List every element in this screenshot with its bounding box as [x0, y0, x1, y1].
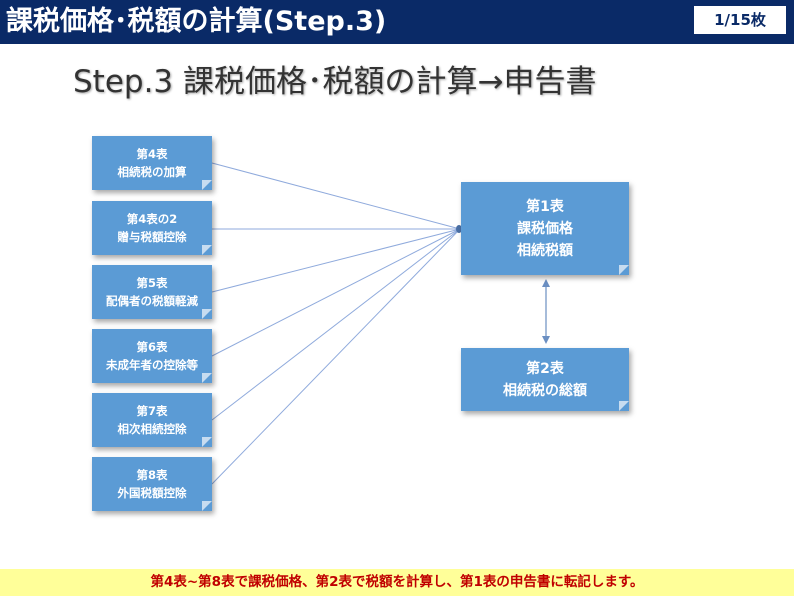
box-table6: 第6表 未成年者の控除等	[92, 329, 212, 383]
box-table5-label: 配偶者の税額軽減	[106, 294, 198, 308]
box-table8-title: 第8表	[136, 468, 168, 482]
box-table4-title: 第4表	[136, 147, 168, 161]
box-table2: 第2表 相続税の総額	[461, 348, 629, 411]
box-table2-label: 相続税の総額	[503, 382, 587, 399]
slide-title: 課税価格･税額の計算(Step.3)	[6, 6, 387, 37]
box-table1-line2: 課税価格	[517, 220, 573, 237]
connector-line-4	[211, 228, 461, 357]
connector-line-1	[211, 162, 461, 230]
connector-line-5	[211, 228, 461, 421]
box-table1-title: 第1表	[526, 198, 564, 215]
box-table6-label: 未成年者の控除等	[106, 358, 198, 372]
box-table2-title: 第2表	[526, 360, 564, 377]
connector-line-3	[211, 228, 461, 293]
box-table7-label: 相次相続控除	[117, 422, 187, 436]
box-table5-title: 第5表	[136, 276, 168, 290]
box-table4: 第4表 相続税の加算	[92, 136, 212, 190]
slide-heading: Step.3 課税価格･税額の計算→申告書	[73, 64, 597, 100]
box-table6-title: 第6表	[136, 340, 168, 354]
footer-note: 第4表~第8表で課税価格、第2表で税額を計算し、第1表の申告書に転記します。	[0, 569, 794, 596]
connector-line-6	[211, 228, 461, 485]
box-table4-2: 第4表の2 贈与税額控除	[92, 201, 212, 255]
box-table7-title: 第7表	[136, 404, 168, 418]
box-table4-2-label: 贈与税額控除	[117, 230, 187, 244]
title-bar: 課税価格･税額の計算(Step.3) 1/15枚	[0, 0, 794, 44]
page-counter: 1/15枚	[694, 6, 786, 34]
box-table1-line3: 相続税額	[517, 242, 573, 259]
box-table1: 第1表 課税価格 相続税額	[461, 182, 629, 275]
box-table5: 第5表 配偶者の税額軽減	[92, 265, 212, 319]
box-table7: 第7表 相次相続控除	[92, 393, 212, 447]
box-table4-2-title: 第4表の2	[126, 212, 178, 226]
box-table8-label: 外国税額控除	[117, 486, 187, 500]
box-table4-label: 相続税の加算	[117, 165, 187, 179]
box-table8: 第8表 外国税額控除	[92, 457, 212, 511]
connector-junction	[456, 225, 462, 233]
